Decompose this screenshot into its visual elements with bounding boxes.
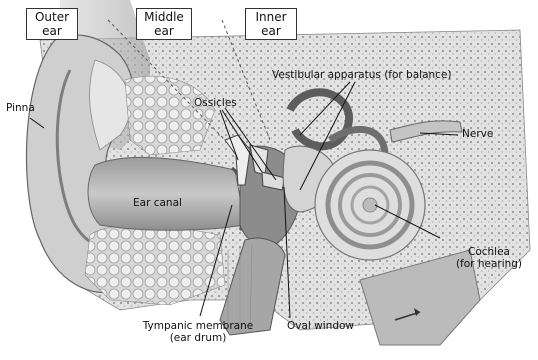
label-cochlea: Cochlea xyxy=(448,246,530,258)
region-inner-line1: Inner xyxy=(246,11,296,25)
ear-canal-shape xyxy=(88,157,245,230)
label-pinna: Pinna xyxy=(6,102,35,114)
region-outer-line1: Outer xyxy=(27,11,77,25)
label-vestibular: Vestibular apparatus (for balance) xyxy=(272,69,452,81)
label-oval-window: Oval window xyxy=(287,320,354,332)
region-middle-line1: Middle xyxy=(137,11,191,25)
label-cochlea-group: Cochlea (for hearing) xyxy=(448,246,530,270)
region-middle-ear-box: Middle ear xyxy=(136,8,192,40)
label-ear-canal: Ear canal xyxy=(133,197,182,209)
region-inner-ear-box: Inner ear xyxy=(245,8,297,40)
label-tympanic: Tympanic membrane xyxy=(137,320,259,332)
region-outer-line2: ear xyxy=(27,25,77,39)
region-middle-line2: ear xyxy=(137,25,191,39)
region-outer-ear-box: Outer ear xyxy=(26,8,78,40)
label-tympanic-note: (ear drum) xyxy=(137,332,259,344)
cochlea-shape xyxy=(315,150,425,260)
label-tympanic-group: Tympanic membrane (ear drum) xyxy=(137,320,259,344)
label-cochlea-note: (for hearing) xyxy=(448,258,530,270)
label-ossicles: Ossicles xyxy=(194,97,237,109)
label-nerve: Nerve xyxy=(462,128,493,140)
region-inner-line2: ear xyxy=(246,25,296,39)
